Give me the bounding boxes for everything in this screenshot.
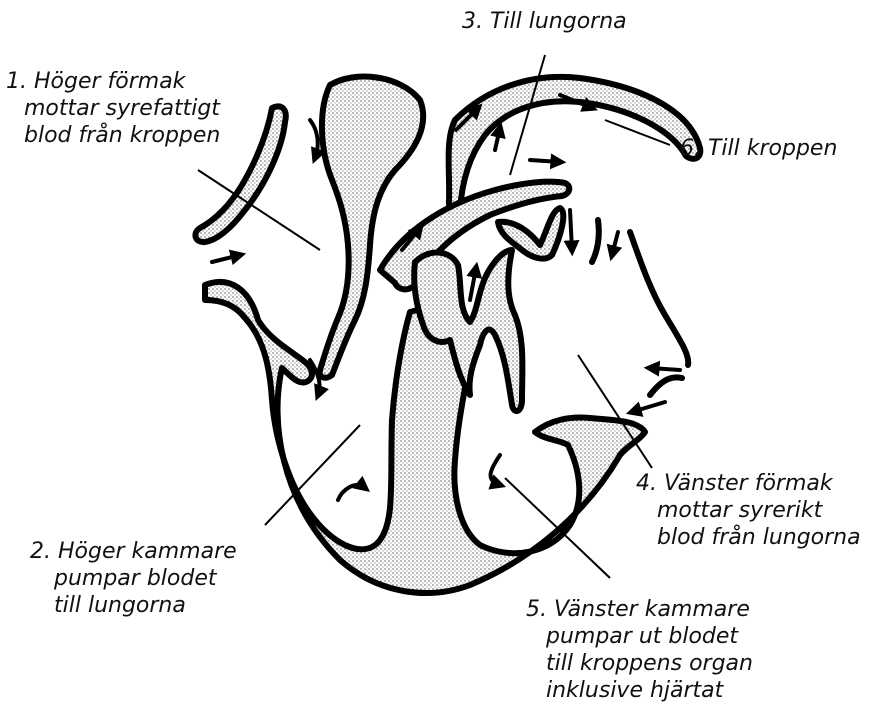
pointer-3 — [510, 55, 545, 175]
label-line: 6. Till kroppen — [680, 135, 837, 162]
label-line: inklusive hjärtat — [526, 677, 753, 704]
label-line: 1. Höger förmak — [6, 68, 220, 95]
label-line: 4. Vänster förmak — [636, 470, 861, 497]
flow-arrow-icon — [612, 232, 618, 255]
flow-arrow-icon — [495, 128, 500, 150]
label-left-atrium: 4. Vänster förmak mottar syrerikt blod f… — [636, 470, 861, 551]
left-atrium-lower — [650, 377, 682, 395]
label-to-lungs: 3. Till lungorna — [462, 8, 627, 35]
label-line: blod från kroppen — [6, 122, 220, 149]
label-to-body: 6. Till kroppen — [680, 135, 837, 162]
flow-arrow-icon — [632, 402, 665, 412]
left-atrium-wall — [630, 232, 688, 365]
label-line: till kroppens organ — [526, 650, 753, 677]
label-line: mottar syrefattigt — [6, 95, 220, 122]
label-line: blod från lungorna — [636, 524, 861, 551]
flow-arrow-icon — [530, 160, 560, 162]
label-line: pumpar blodet — [30, 565, 237, 592]
flow-arrow-icon — [570, 210, 572, 250]
pulmonary-vein-wall — [592, 220, 599, 262]
flow-arrow-icon — [650, 368, 680, 370]
label-line: 5. Vänster kammare — [526, 596, 753, 623]
label-right-ventricle: 2. Höger kammare pumpar blodet till lung… — [30, 538, 237, 619]
label-line: mottar syrerikt — [636, 497, 861, 524]
label-line: till lungorna — [30, 592, 237, 619]
label-line: pumpar ut blodet — [526, 623, 753, 650]
label-right-atrium: 1. Höger förmak mottar syrefattigt blod … — [6, 68, 220, 149]
flow-arrow-icon — [470, 268, 476, 300]
label-line: 3. Till lungorna — [462, 8, 627, 35]
flow-arrow-icon — [310, 120, 318, 158]
flow-arrow-icon — [338, 485, 365, 500]
label-left-ventricle: 5. Vänster kammare pumpar ut blodet till… — [526, 596, 753, 704]
flow-arrow-icon — [212, 255, 240, 262]
flow-arrow-icon — [491, 455, 500, 485]
label-line: 2. Höger kammare — [30, 538, 237, 565]
